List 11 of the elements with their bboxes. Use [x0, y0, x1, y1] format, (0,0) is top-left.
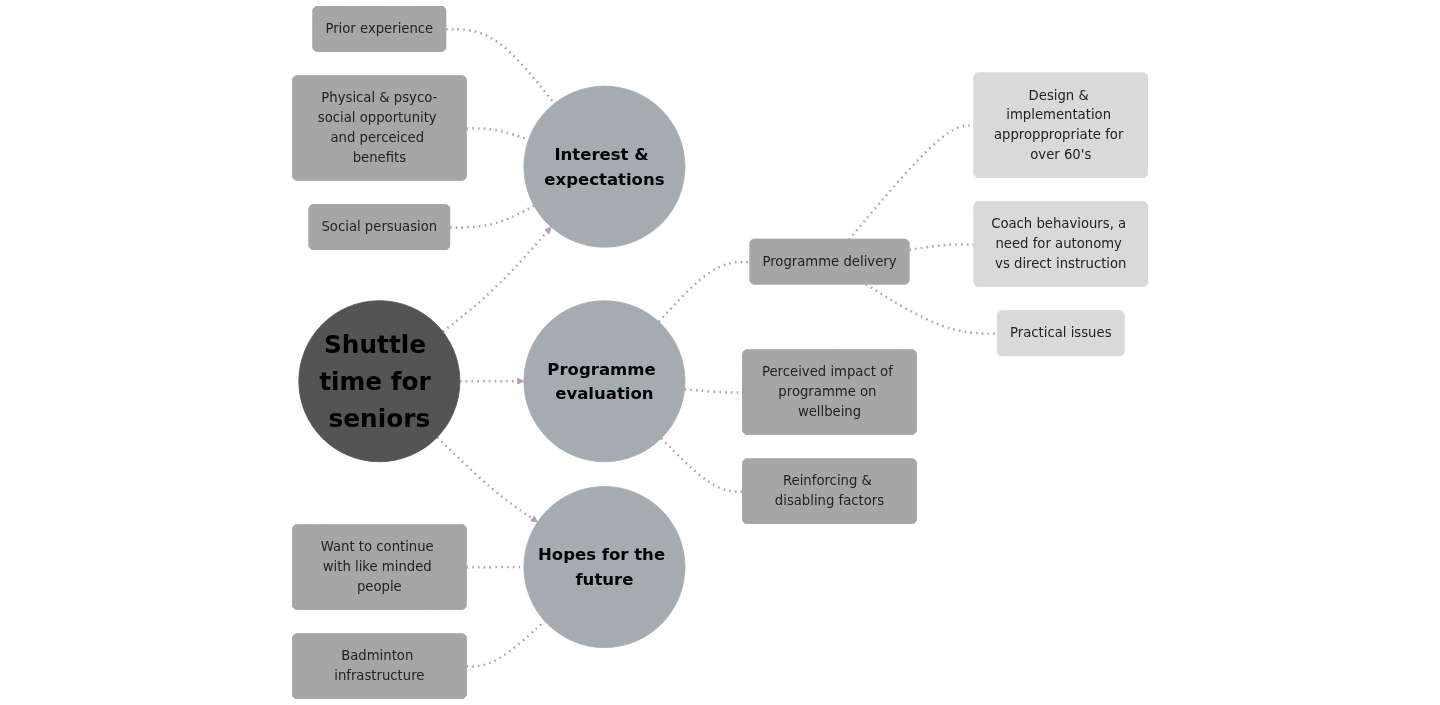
arrow: [436, 436, 538, 523]
arrow: [442, 226, 552, 333]
node-circle: Programme evaluation: [523, 300, 686, 463]
connector: [449, 204, 535, 229]
connector: [660, 437, 744, 493]
node-circle: Hopes for the future: [523, 486, 686, 648]
arrow: [459, 377, 525, 385]
connector: [657, 260, 751, 323]
node-circle: Shuttle time for seniors: [298, 300, 461, 463]
node-circle: Interest & expectations: [523, 85, 686, 248]
connector: [865, 283, 998, 335]
